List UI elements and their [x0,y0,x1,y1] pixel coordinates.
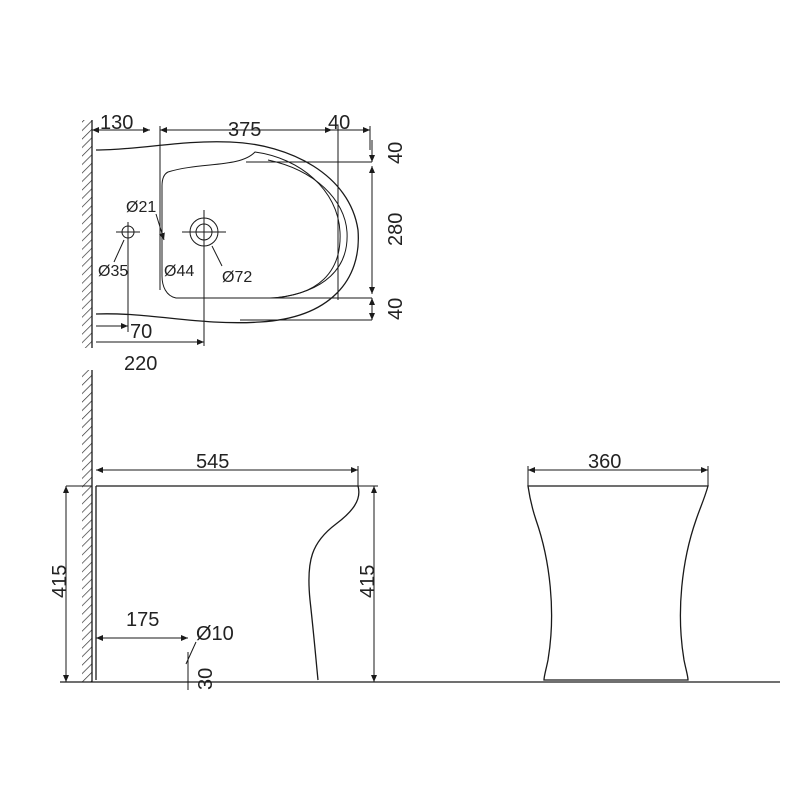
label-280: 280 [385,213,407,246]
leader-dia21 [155,213,165,241]
label-545: 545 [196,451,229,473]
label-30: 30 [195,668,217,690]
label-40-front: 40 [328,112,350,134]
label-dia10: Ø10 [196,623,234,645]
bidet-outline-top [95,141,359,324]
wall-hatch-side [82,370,92,682]
bowl-inner-top [161,151,341,299]
label-dia44: Ø44 [164,263,194,280]
front-outline [527,485,709,681]
leader-dia72 [211,245,223,267]
label-415-right: 415 [357,565,379,598]
label-220: 220 [124,353,157,375]
label-40-r2: 40 [385,298,407,320]
top-view: 130 375 40 40 280 40 Ø21 Ø35 Ø44 Ø72 70 … [82,112,407,375]
label-415-left: 415 [49,565,71,598]
side-profile-curve [308,485,360,681]
label-175: 175 [126,609,159,631]
label-dia72: Ø72 [222,269,252,286]
wall-hatch-top [82,120,92,348]
label-40-r1: 40 [385,142,407,164]
label-130: 130 [100,112,133,134]
label-360: 360 [588,451,621,473]
side-view: 545 415 415 175 Ø10 30 [49,370,780,690]
label-dia35: Ø35 [98,263,128,280]
bowl-rim-curve [267,159,348,299]
front-view: 360 [527,451,709,681]
leader-dia35 [113,239,125,263]
label-dia21: Ø21 [126,199,156,216]
label-375: 375 [228,119,261,141]
label-70: 70 [130,321,152,343]
